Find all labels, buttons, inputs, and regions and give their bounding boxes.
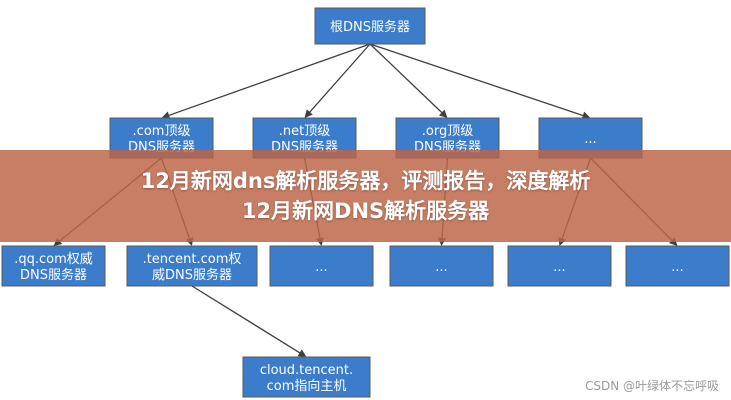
banner-title-line1: 12月新网dns解析服务器，评测报告，深度解析 xyxy=(140,169,591,193)
authoritative-dns-server-node-label: ... xyxy=(671,260,683,275)
authoritative-dns-server-node-box xyxy=(625,245,730,287)
authoritative-dns-server-node: ... xyxy=(269,245,374,287)
edge-root-to-tld xyxy=(304,43,371,118)
edge-root-to-tld xyxy=(369,43,448,118)
target-host-node-box xyxy=(242,356,371,398)
banner-title-line2: 12月新网DNS解析服务器 xyxy=(241,199,490,223)
authoritative-dns-server-node-box xyxy=(126,245,258,287)
authoritative-dns-server-node-box xyxy=(507,245,612,287)
authoritative-dns-server-node-box xyxy=(269,245,374,287)
authoritative-dns-server-node-label: ... xyxy=(435,260,447,275)
authoritative-dns-server-node-box xyxy=(389,245,494,287)
target-host-node: cloud.tencent.com指向主机 xyxy=(242,356,371,398)
authoritative-dns-server-node-label: 威DNS服务器 xyxy=(152,267,232,283)
authoritative-dns-server-node-label: .tencent.com权 xyxy=(143,251,242,267)
root-dns-server-node: 根DNS服务器 xyxy=(314,7,426,45)
authoritative-dns-server-node: ... xyxy=(389,245,494,287)
authoritative-dns-server-node-label: .qq.com权威 xyxy=(14,251,93,267)
tld-dns-server-node-label: .org顶级 xyxy=(422,124,473,139)
edge-auth-to-host xyxy=(191,285,307,357)
target-host-node-label: com指向主机 xyxy=(267,378,347,394)
title-banner: 12月新网dns解析服务器，评测报告，深度解析 12月新网DNS解析服务器 xyxy=(0,150,731,242)
authoritative-dns-server-node-box xyxy=(1,245,106,287)
root-dns-server-node-label: 根DNS服务器 xyxy=(330,19,410,35)
watermark: CSDN @叶绿体不忘呼吸 xyxy=(584,379,719,393)
authoritative-dns-server-node-label: ... xyxy=(553,260,565,275)
tld-dns-server-node-label: .net顶级 xyxy=(279,124,330,139)
tld-dns-server-node-label: ... xyxy=(584,132,596,147)
authoritative-dns-server-node: ... xyxy=(625,245,730,287)
edge-root-to-tld xyxy=(161,43,371,120)
authoritative-dns-server-node: ... xyxy=(507,245,612,287)
tld-dns-server-node-label: .com顶级 xyxy=(133,124,191,139)
authoritative-dns-server-node-label: ... xyxy=(315,260,327,275)
authoritative-dns-server-node-label: DNS服务器 xyxy=(20,267,87,283)
target-host-node-label: cloud.tencent. xyxy=(260,363,353,378)
root-dns-server-node-box xyxy=(314,7,426,45)
edge-root-to-tld xyxy=(369,43,591,120)
